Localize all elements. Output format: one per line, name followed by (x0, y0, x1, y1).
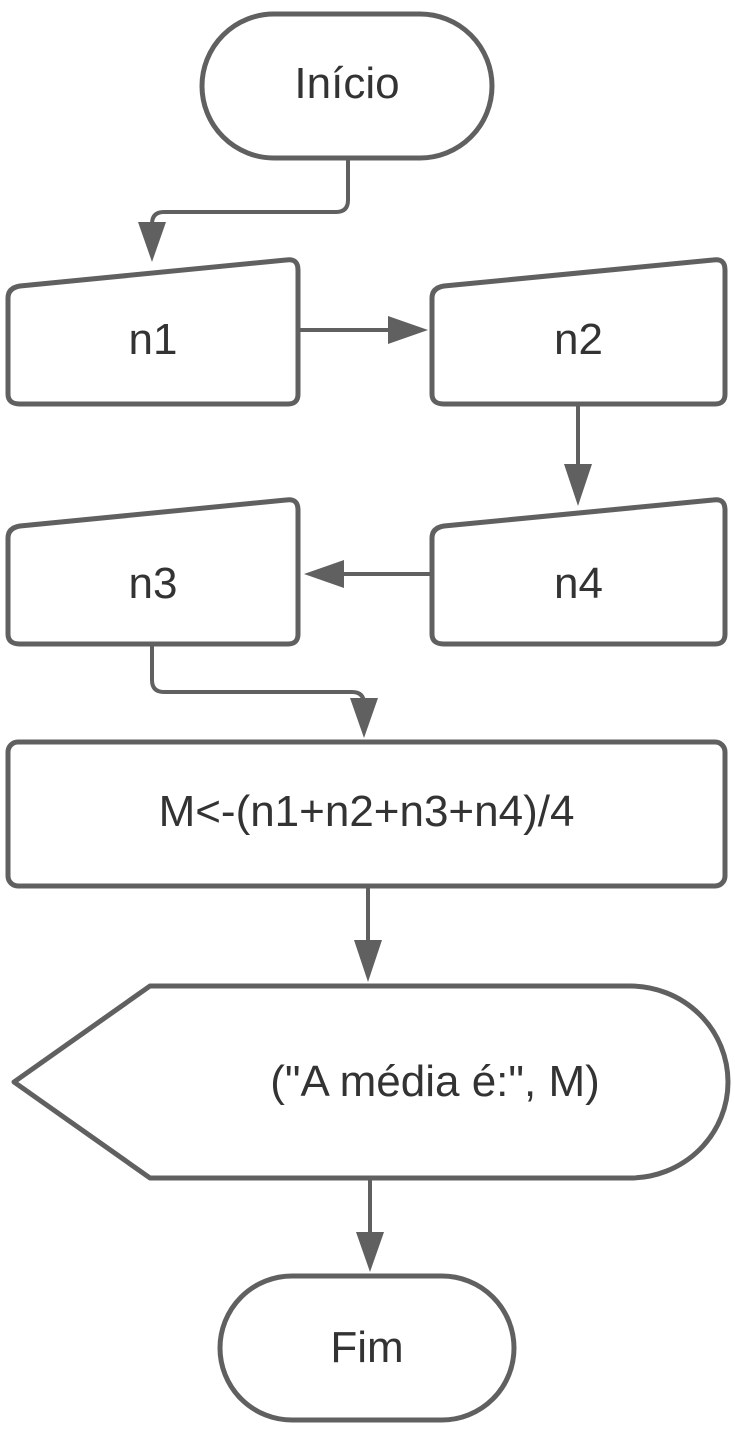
input-n2-shape (429, 257, 728, 407)
input-n4-label: n4 (554, 559, 603, 608)
process-box (5, 739, 728, 889)
input-n3-shape (5, 497, 301, 647)
edge-start-to-n1 (150, 160, 350, 244)
arrowhead-start-to-n1 (138, 222, 166, 262)
end-label: Fim (330, 1323, 404, 1372)
input-n3-label: n3 (128, 559, 178, 608)
display-label: ("A média é:", M) (270, 1057, 600, 1106)
arrowhead-n1-to-n2 (388, 316, 428, 344)
input-n2-label: n2 (554, 315, 603, 364)
start-terminator (199, 11, 495, 161)
start-label: Início (294, 59, 400, 108)
arrowhead-n3-to-process (350, 698, 378, 738)
arrowhead-n2-to-n4 (564, 464, 592, 506)
arrowhead-process-to-display (354, 940, 382, 982)
process-label: M<-(n1+n2+n3+n4)/4 (158, 787, 575, 836)
input-n1-shape (5, 257, 301, 407)
input-n4-shape (429, 497, 728, 647)
edge-n3-to-process (150, 646, 366, 706)
input-n1-label: n1 (128, 315, 178, 364)
end-terminator (217, 1273, 517, 1423)
display-shape (11, 983, 731, 1181)
arrowhead-n4-to-n3 (304, 560, 344, 588)
arrowhead-display-to-end (356, 1232, 384, 1272)
